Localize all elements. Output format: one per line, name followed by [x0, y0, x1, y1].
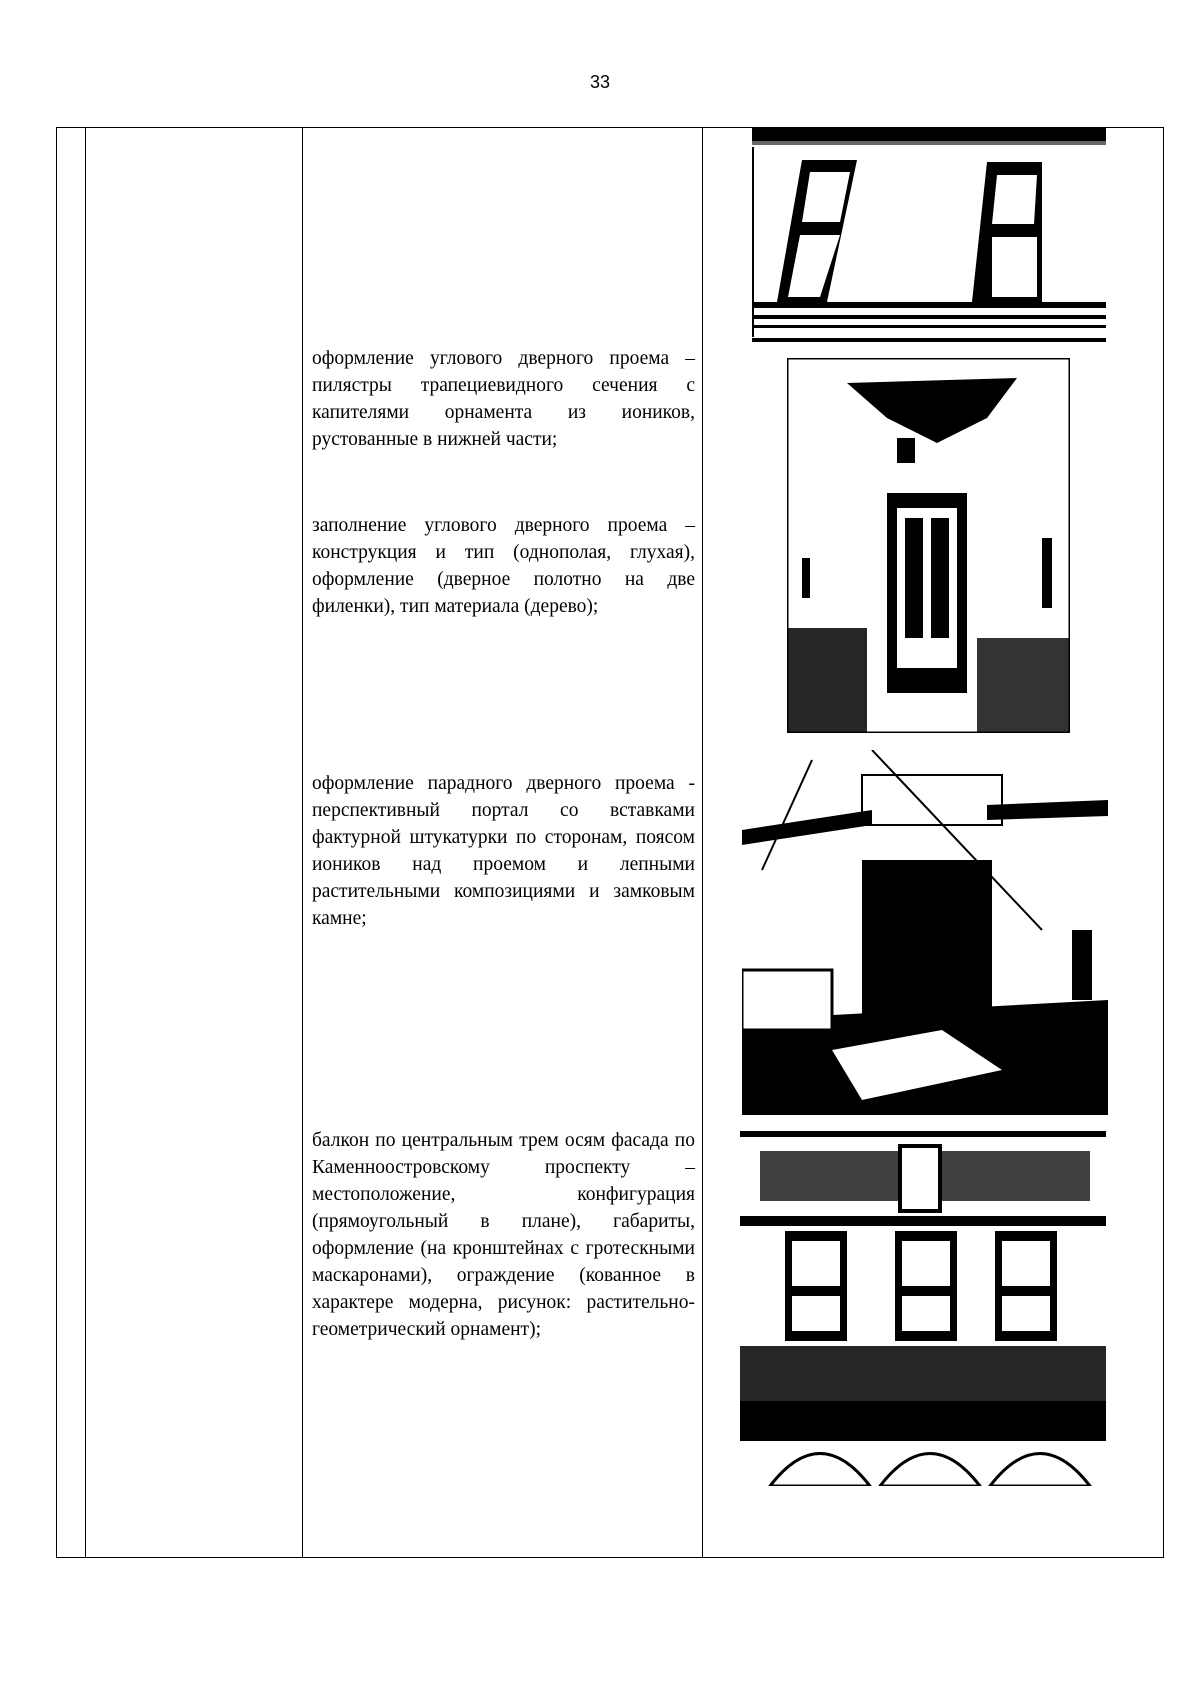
- description-corner-door-frame: оформление углового дверного проема – пи…: [312, 348, 695, 450]
- protected-elements-table: [56, 127, 1164, 1558]
- facade-windows-photo: [752, 127, 1106, 342]
- balcony-photo: [740, 1131, 1106, 1486]
- description-corner-door-infill: заполнение углового дверного проема – ко…: [312, 515, 695, 617]
- description-balcony: балкон по центральным трем осям фасада п…: [312, 1130, 695, 1340]
- description-main-portal: оформление парадного дверного проема - п…: [312, 773, 695, 929]
- column-divider: [85, 128, 86, 1557]
- page-number: 33: [589, 72, 611, 92]
- column-divider: [702, 128, 703, 1557]
- column-divider: [302, 128, 303, 1557]
- corner-door-photo: [787, 358, 1070, 733]
- main-portal-photo: [742, 750, 1108, 1115]
